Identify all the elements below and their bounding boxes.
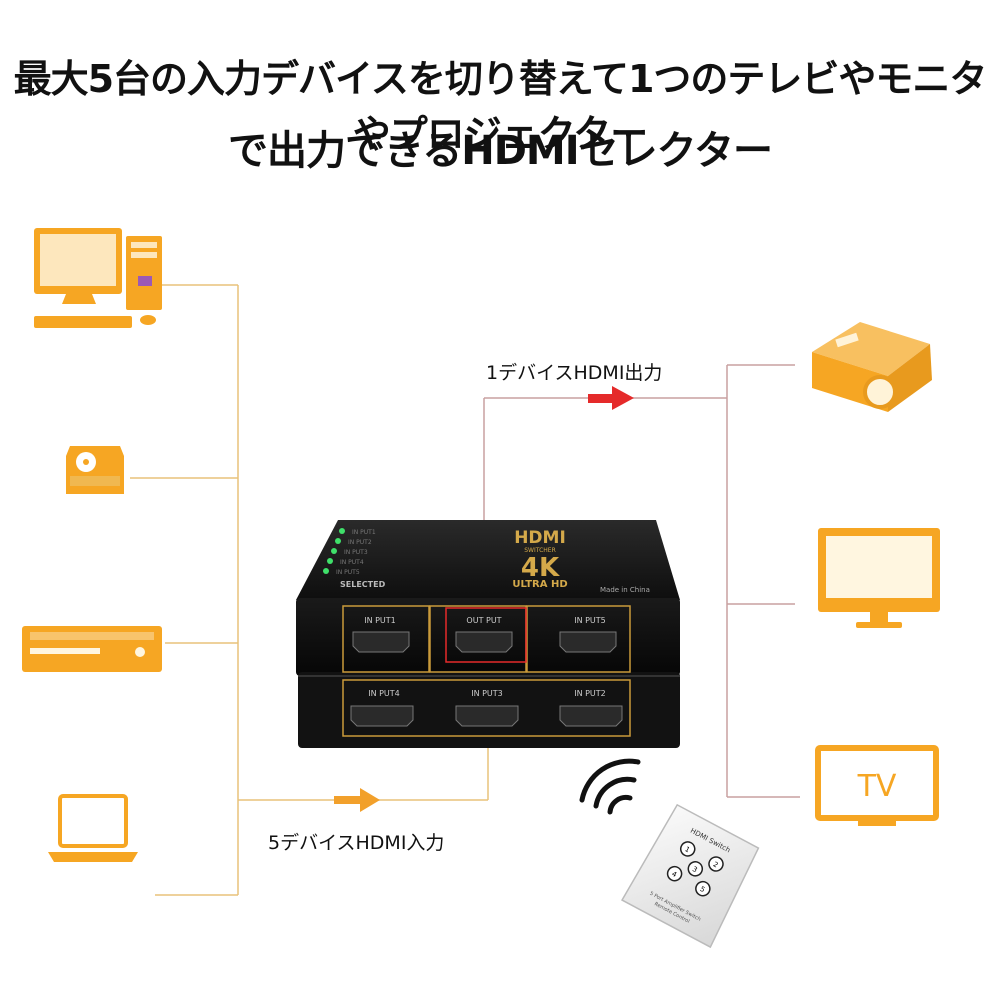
laptop-icon bbox=[48, 794, 138, 862]
hdmi-port bbox=[455, 631, 513, 653]
led-label: IN PUT2 bbox=[348, 539, 372, 546]
headline-line1: 最大5台の入力デバイスを切り替えて1つのテレビやモニタやプロジェクター bbox=[13, 57, 988, 156]
hdmi-port bbox=[559, 705, 623, 727]
brand-sub: SWITCHER bbox=[524, 547, 556, 554]
tagline-label: ULTRA HD bbox=[512, 579, 567, 590]
port-label: IN PUT1 bbox=[364, 616, 396, 625]
desktop-pc-icon bbox=[34, 228, 162, 328]
remote-button-label: 2 bbox=[712, 860, 720, 869]
dvd-drive-icon bbox=[66, 446, 124, 494]
remote-control: HDMI Switch 1 2 3 4 5 5 Port Amplifier S… bbox=[579, 758, 760, 949]
led-label: IN PUT3 bbox=[344, 549, 368, 556]
input-label: 5デバイスHDMI入力 bbox=[268, 832, 445, 854]
remote-button-2[interactable] bbox=[707, 855, 726, 874]
input-port-frame bbox=[342, 605, 430, 673]
remote-button-label: 5 bbox=[699, 885, 707, 894]
monitor-icon bbox=[818, 528, 940, 628]
hdmi-port bbox=[559, 631, 617, 653]
led-label: IN PUT1 bbox=[352, 529, 376, 536]
remote-button-5[interactable] bbox=[693, 879, 712, 898]
port-label: IN PUT5 bbox=[574, 616, 606, 625]
dvd-player-icon bbox=[22, 626, 162, 672]
port-label: IN PUT3 bbox=[471, 689, 503, 698]
remote-button-3[interactable] bbox=[686, 859, 705, 878]
brand-logo: HDMI bbox=[514, 528, 566, 548]
hdmi-port bbox=[455, 705, 519, 727]
tv-icon: TV bbox=[815, 745, 939, 826]
input-leds bbox=[323, 528, 345, 574]
led-label: IN PUT4 bbox=[340, 559, 364, 566]
output-label: 1デバイスHDMI出力 bbox=[486, 362, 663, 384]
hdmi-switcher: IN PUT1 IN PUT2 IN PUT3 IN PUT4 IN PUT5 … bbox=[296, 520, 680, 748]
remote-button-label: 4 bbox=[670, 870, 678, 879]
projector-icon bbox=[812, 322, 932, 412]
remote-button-4[interactable] bbox=[665, 864, 684, 883]
remote-button-label: 3 bbox=[691, 865, 699, 874]
remote-body bbox=[621, 803, 760, 949]
remote-button-label: 1 bbox=[683, 845, 691, 854]
port-label: IN PUT4 bbox=[368, 689, 400, 698]
origin-label: Made in China bbox=[600, 586, 650, 594]
tv-label: TV bbox=[857, 769, 897, 804]
headline-line2: で出力できるHDMIセレクター bbox=[228, 128, 773, 174]
output-port-highlight bbox=[445, 607, 527, 663]
input-arrow bbox=[334, 788, 380, 812]
signal-waves-icon bbox=[579, 758, 641, 815]
selected-label: SELECTED bbox=[340, 580, 386, 589]
hdmi-port bbox=[350, 705, 414, 727]
input-lines bbox=[130, 284, 489, 896]
input-port-frame bbox=[526, 605, 631, 673]
hdmi-port bbox=[352, 631, 410, 653]
led-label: IN PUT5 bbox=[336, 569, 360, 576]
remote-button-1[interactable] bbox=[678, 839, 697, 858]
input-port-frame bbox=[342, 679, 631, 737]
resolution-label: 4K bbox=[521, 553, 560, 583]
port-label: OUT PUT bbox=[466, 616, 501, 625]
remote-buttons: 1 2 3 4 5 bbox=[665, 839, 726, 898]
output-arrow bbox=[588, 386, 634, 410]
port-label: IN PUT2 bbox=[574, 689, 606, 698]
